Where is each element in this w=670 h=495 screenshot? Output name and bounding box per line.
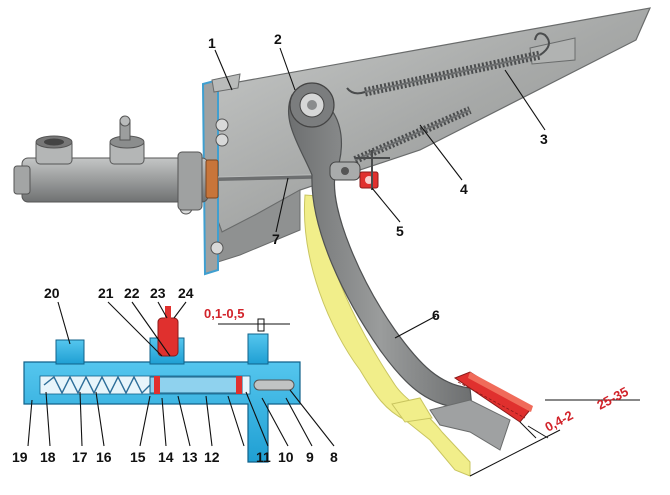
callout-19: 19 bbox=[12, 449, 28, 465]
rod-clearance-label: 0,1-0,5 bbox=[204, 306, 244, 321]
callout-5: 5 bbox=[396, 223, 404, 239]
upper-return-spring bbox=[346, 32, 550, 97]
callout-1: 1 bbox=[208, 35, 216, 51]
callout-18: 18 bbox=[40, 449, 56, 465]
callout-17: 17 bbox=[72, 449, 88, 465]
callout-labels: 1 2 3 4 5 6 7 8 9 10 11 12 13 14 15 16 1… bbox=[12, 31, 548, 465]
callout-9: 9 bbox=[306, 449, 314, 465]
callout-12: 12 bbox=[204, 449, 220, 465]
callout-20: 20 bbox=[44, 285, 60, 301]
master-cylinder bbox=[13, 115, 219, 211]
lower-spring bbox=[353, 106, 472, 164]
callout-2: 2 bbox=[274, 31, 282, 47]
callout-4: 4 bbox=[460, 181, 468, 197]
dimension-lines bbox=[218, 323, 640, 477]
clutch-pedal-lever bbox=[287, 82, 511, 451]
pedal-stop-adjuster bbox=[355, 150, 390, 190]
callout-22: 22 bbox=[124, 285, 140, 301]
pedal-travel-label: 25-35 bbox=[594, 384, 630, 413]
callout-21: 21 bbox=[98, 285, 114, 301]
callout-10: 10 bbox=[278, 449, 294, 465]
callout-23: 23 bbox=[150, 285, 166, 301]
callout-3: 3 bbox=[540, 131, 548, 147]
leader-lines bbox=[27, 47, 546, 447]
callout-14: 14 bbox=[158, 449, 174, 465]
callout-15: 15 bbox=[130, 449, 146, 465]
pedal-bracket bbox=[179, 7, 652, 276]
callout-16: 16 bbox=[96, 449, 112, 465]
callout-11: 11 bbox=[256, 449, 271, 465]
callout-24: 24 bbox=[178, 285, 194, 301]
pedal-pad bbox=[453, 371, 533, 423]
callout-7: 7 bbox=[272, 231, 280, 247]
callout-8: 8 bbox=[330, 449, 338, 465]
callout-6: 6 bbox=[432, 307, 440, 323]
master-cylinder-cross-section bbox=[23, 306, 301, 463]
callout-13: 13 bbox=[182, 449, 198, 465]
